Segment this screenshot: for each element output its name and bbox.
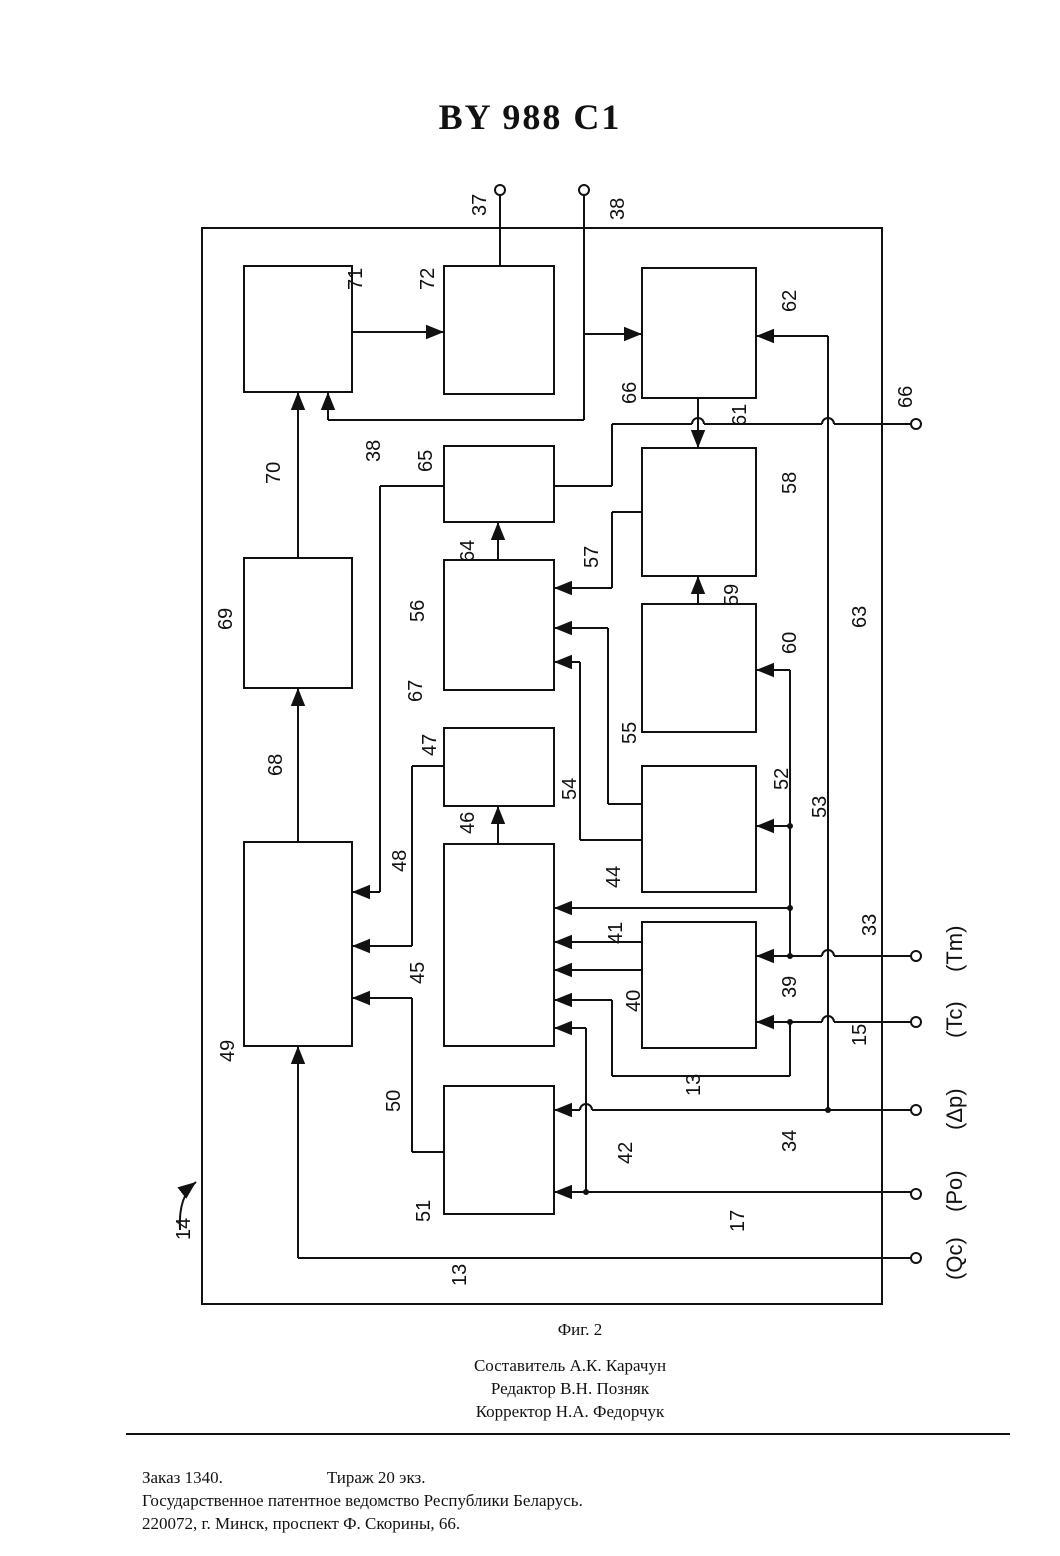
label-line-38: 38 bbox=[363, 440, 385, 462]
office-address: 220072, г. Минск, проспект Ф. Скорины, 6… bbox=[142, 1512, 583, 1535]
label-block-47: 47 bbox=[419, 734, 441, 756]
block-39 bbox=[642, 922, 756, 1048]
label-line-48: 48 bbox=[389, 850, 411, 872]
figure-caption: Фиг. 2 bbox=[0, 1320, 1060, 1340]
divider bbox=[126, 1433, 1010, 1435]
terminal-tc: (Tc) bbox=[942, 1001, 967, 1038]
label-block-49: 49 bbox=[217, 1040, 239, 1062]
label-line-17: 17 bbox=[727, 1210, 749, 1232]
block-72 bbox=[444, 266, 554, 394]
credit-corrector: Корректор Н.А. Федорчук bbox=[0, 1400, 1060, 1423]
block-52 bbox=[642, 766, 756, 892]
credits: Составитель А.К. Карачун Редактор В.Н. П… bbox=[0, 1354, 1060, 1423]
imprint: Заказ 1340. Тираж 20 экз. Государственное… bbox=[142, 1466, 583, 1535]
label-block-60: 60 bbox=[779, 632, 801, 654]
block-diagram: 39 45 49 51 52 56 58 60 62 65 69 71 72 4… bbox=[0, 0, 1060, 1320]
label-block-65: 65 bbox=[415, 450, 437, 472]
label-line-55: 55 bbox=[619, 722, 641, 744]
block-56 bbox=[444, 560, 554, 690]
block-65 bbox=[444, 446, 554, 522]
block-71 bbox=[244, 266, 352, 392]
label-block-62: 62 bbox=[779, 290, 801, 312]
terminal-tm: (Tm) bbox=[942, 926, 967, 972]
label-block-56: 56 bbox=[407, 600, 429, 622]
label-line-54: 54 bbox=[559, 778, 581, 800]
label-block-51: 51 bbox=[413, 1200, 435, 1222]
label-line-57: 57 bbox=[581, 546, 603, 568]
label-block-72: 72 bbox=[417, 268, 439, 290]
label-block-39: 39 bbox=[779, 976, 801, 998]
label-device-14: 14 bbox=[173, 1218, 195, 1240]
label-block-69: 69 bbox=[215, 608, 237, 630]
block-69 bbox=[244, 558, 352, 688]
credit-composer: Составитель А.К. Карачун bbox=[0, 1354, 1060, 1377]
label-line-70: 70 bbox=[263, 462, 285, 484]
label-line-40: 40 bbox=[623, 990, 645, 1012]
label-line-61: 61 bbox=[729, 404, 751, 426]
label-line-44: 44 bbox=[603, 866, 625, 888]
label-line-68: 68 bbox=[265, 754, 287, 776]
circulation: Тираж 20 экз. bbox=[327, 1468, 426, 1487]
block-62 bbox=[642, 268, 756, 398]
label-line-53: 53 bbox=[809, 796, 831, 818]
label-line-33: 33 bbox=[859, 914, 881, 936]
terminal-qc: (Qc) bbox=[942, 1237, 967, 1280]
label-line-59: 59 bbox=[721, 584, 743, 606]
label-line-67: 67 bbox=[405, 680, 427, 702]
label-line-50: 50 bbox=[383, 1090, 405, 1112]
block-60 bbox=[642, 604, 756, 732]
label-line-46: 46 bbox=[457, 812, 479, 834]
label-line-15: 15 bbox=[849, 1024, 871, 1046]
patent-office: Государственное патентное ведомство Респ… bbox=[142, 1489, 583, 1512]
label-block-45: 45 bbox=[407, 962, 429, 984]
label-line-66-out: 66 bbox=[895, 386, 917, 408]
label-line-37: 37 bbox=[469, 194, 491, 216]
label-line-41: 41 bbox=[605, 922, 627, 944]
label-block-71: 71 bbox=[345, 268, 367, 290]
label-line-63: 63 bbox=[849, 606, 871, 628]
label-line-13-inner: 13 bbox=[683, 1074, 705, 1096]
label-line-38-top: 38 bbox=[607, 198, 629, 220]
block-45 bbox=[444, 844, 554, 1046]
terminal-po: (Po) bbox=[942, 1170, 967, 1212]
label-block-58: 58 bbox=[779, 472, 801, 494]
block-49 bbox=[244, 842, 352, 1046]
label-line-42: 42 bbox=[615, 1142, 637, 1164]
block-47 bbox=[444, 728, 554, 806]
order-number: Заказ 1340. bbox=[142, 1468, 223, 1487]
label-line-13: 13 bbox=[449, 1264, 471, 1286]
block-58 bbox=[642, 448, 756, 576]
block-51 bbox=[444, 1086, 554, 1214]
label-line-64: 64 bbox=[457, 540, 479, 562]
label-line-34: 34 bbox=[779, 1130, 801, 1152]
label-line-66: 66 bbox=[619, 382, 641, 404]
credit-editor: Редактор В.Н. Позняк bbox=[0, 1377, 1060, 1400]
terminal-dp: (Δp) bbox=[942, 1088, 967, 1130]
